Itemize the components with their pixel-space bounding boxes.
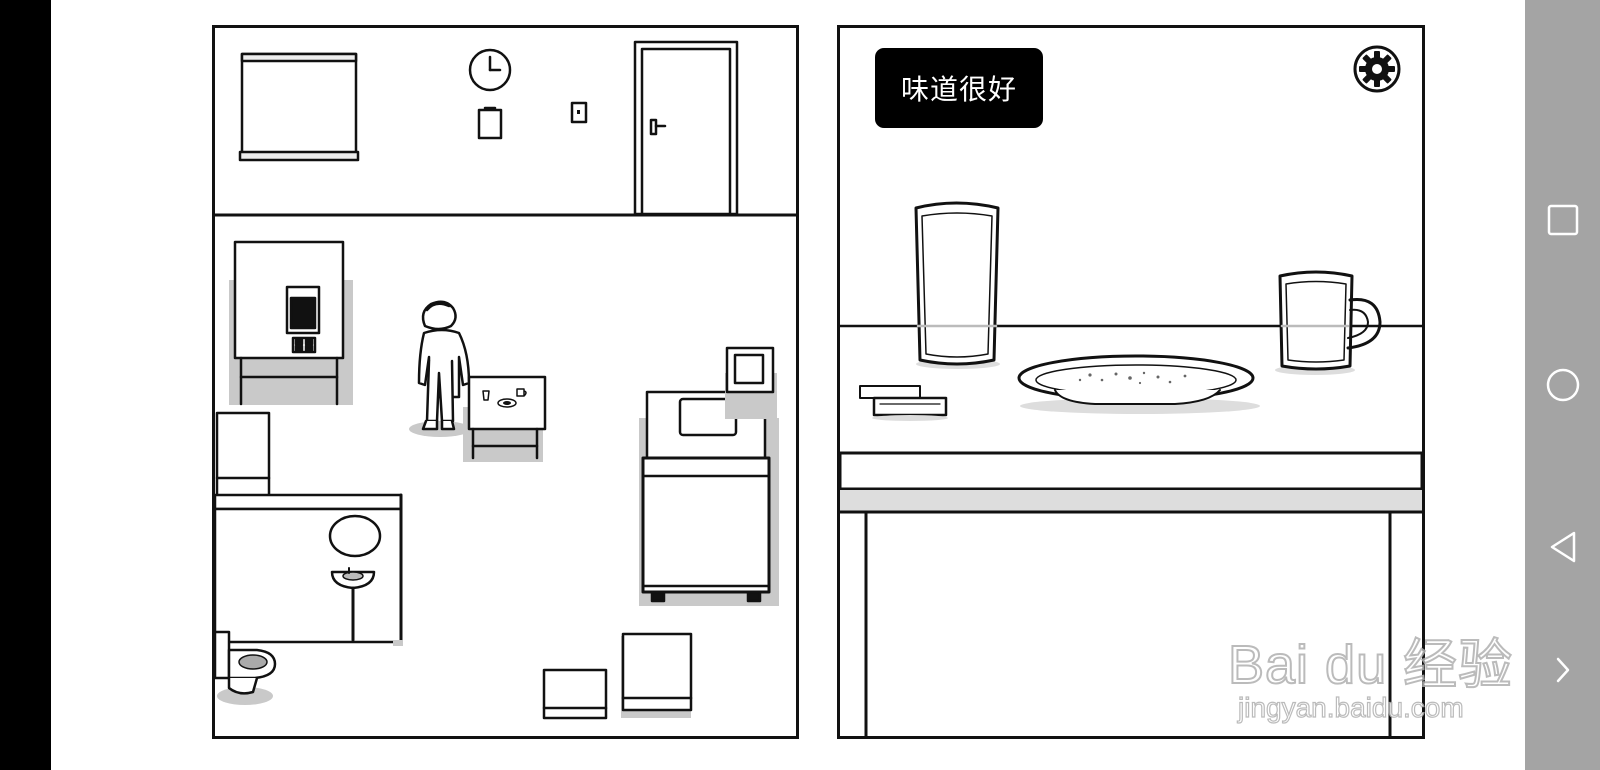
- bed: [639, 390, 779, 606]
- floor-box-low: [542, 668, 608, 720]
- refrigerator: [215, 411, 271, 500]
- closeup-view-panel: 味道很好: [837, 25, 1425, 739]
- bathroom-sink: [328, 514, 382, 642]
- window: [238, 52, 360, 162]
- settings-button[interactable]: [1352, 44, 1402, 94]
- wall-clock: [468, 48, 512, 92]
- dialogue-message: 味道很好: [875, 48, 1043, 128]
- player-character: [417, 300, 471, 431]
- table-hotspot[interactable]: [469, 377, 545, 459]
- wall-note: [477, 108, 503, 140]
- left-black-bar: [0, 0, 51, 770]
- kitchen-stove: [229, 240, 353, 406]
- bedside-picture: [725, 346, 777, 419]
- floor-box-tall: [621, 632, 693, 718]
- bathroom-wall: [215, 493, 403, 646]
- home-button[interactable]: [1525, 355, 1600, 415]
- room-illustration: [215, 40, 796, 720]
- toilet: [215, 630, 277, 705]
- room-view-panel: [212, 25, 799, 739]
- door-hotspot[interactable]: [635, 42, 737, 214]
- gear-icon: [1353, 45, 1401, 93]
- back-button[interactable]: [1525, 517, 1600, 577]
- door: [633, 40, 739, 216]
- empty-plate[interactable]: [1017, 354, 1260, 414]
- coffee-table: [463, 375, 547, 462]
- system-navigation-bar: [1525, 0, 1600, 770]
- expand-button[interactable]: [1525, 640, 1600, 700]
- stove-hotspot[interactable]: [235, 242, 343, 404]
- table-closeup-illustration: [840, 201, 1422, 736]
- recent-apps-button[interactable]: [1525, 190, 1600, 250]
- coffee-mug[interactable]: [1275, 270, 1382, 375]
- bed-hotspot[interactable]: [643, 392, 769, 602]
- character-shadow: [409, 421, 471, 437]
- circle-icon: [1546, 368, 1579, 402]
- triangle-left-icon: [1550, 531, 1575, 563]
- square-icon: [1547, 204, 1578, 236]
- light-switch: [570, 101, 588, 124]
- chevron-right-icon: [1556, 657, 1569, 683]
- table-card[interactable]: [859, 385, 948, 421]
- drinking-glass[interactable]: [914, 201, 1000, 369]
